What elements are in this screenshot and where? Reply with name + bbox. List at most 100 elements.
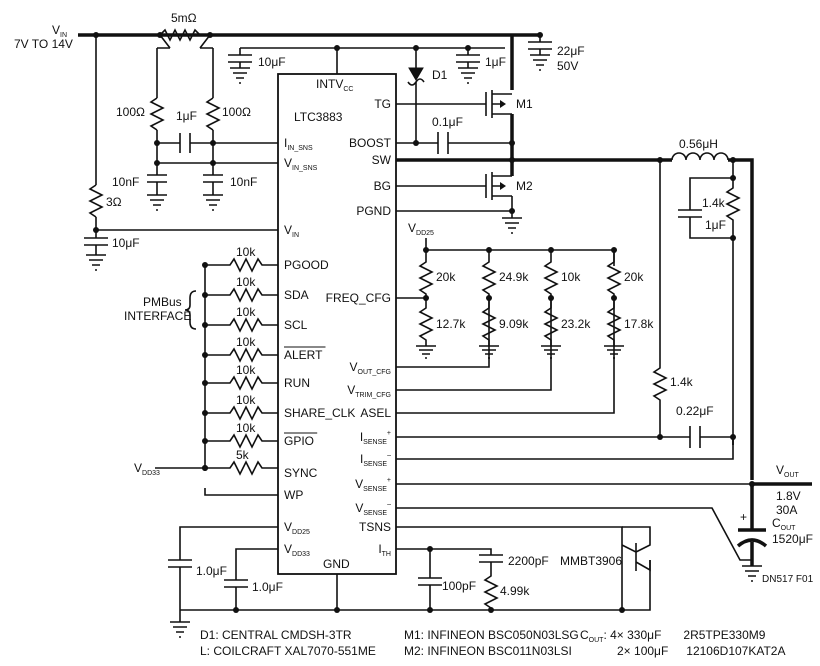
c-vdd25-label: 1.0μF <box>196 564 227 578</box>
ground-symbol <box>502 217 522 234</box>
r-right-label: 100Ω <box>222 105 251 119</box>
resistor-100-left <box>149 97 165 131</box>
pin-label-right: TG <box>374 97 391 111</box>
pin-label-left: VDD33 <box>284 542 310 558</box>
config-resistor-top <box>481 250 497 298</box>
cap-tsns-100pf <box>418 549 442 610</box>
interface-label: INTERFACE <box>124 309 191 323</box>
c-ith-label: 2200pF <box>508 554 549 568</box>
config-top-value: 20k <box>624 270 644 284</box>
r-left-label: 100Ω <box>116 105 145 119</box>
resistor-dcr <box>725 178 741 445</box>
vin-range: 7V TO 14V <box>14 37 73 51</box>
ground-symbol <box>742 565 762 582</box>
pin-label-right: ITH <box>378 542 391 558</box>
wire-vout-cfg <box>396 298 490 368</box>
cap-dcr <box>678 209 733 239</box>
m2-label: M2 <box>516 179 533 193</box>
c-in-voltage: 50V <box>557 59 578 73</box>
pin-label-right: SW <box>372 153 392 167</box>
pin-label-right: TSNS <box>359 520 391 534</box>
bom-inductor: L: COILCRAFT XAL7070-551ME <box>200 644 376 658</box>
cap-intvcc <box>228 48 252 68</box>
diode-label: D1 <box>432 68 448 82</box>
cout-value: 1520μF <box>772 532 813 546</box>
wire-isense-minus <box>396 437 734 460</box>
c-sense-label: 1μF <box>176 109 197 123</box>
pin-label-right: ASEL <box>360 406 391 420</box>
ground-symbol <box>530 54 550 71</box>
ground-symbol <box>230 67 250 84</box>
c-tsns-label: 100pF <box>442 579 476 593</box>
vout-label: VOUT <box>776 463 800 479</box>
pin-label-right: VTRIM_CFG <box>347 383 391 399</box>
c-vin-label: 10μF <box>112 236 140 250</box>
config-resistor-bottom <box>416 298 436 359</box>
pin-label-right: VOUT_CFG <box>350 360 391 376</box>
node-dot <box>202 465 208 471</box>
inductor-label: 0.56μH <box>679 137 718 151</box>
wire-tsns <box>396 526 623 545</box>
bom-m1: M1: INFINEON BSC050N03LSG <box>404 628 579 642</box>
cap-sense-1uf <box>157 133 213 153</box>
pin-label-left: WP <box>284 488 303 502</box>
cout-plate-bottom <box>736 538 768 548</box>
wire-vtrim-cfg <box>396 298 552 391</box>
cap-d1 <box>456 48 480 68</box>
vdd25-label: VDD25 <box>408 221 434 237</box>
node-dot <box>730 235 736 241</box>
resistor-sense <box>652 160 668 437</box>
diode-d1 <box>408 67 424 81</box>
cap-vin-10uf <box>84 230 108 255</box>
pullup-value: 10k <box>236 393 256 407</box>
c-sense-right-label: 10nF <box>230 175 257 189</box>
c-d1-label: 1μF <box>485 55 506 69</box>
c-dcr-label: 1μF <box>705 218 726 232</box>
pin-label-right: ISENSE– <box>360 452 391 468</box>
cap-vdd33 <box>224 579 248 610</box>
cout-plus: + <box>740 510 747 524</box>
vout-value: 1.8V <box>776 489 801 503</box>
ground-symbol <box>170 621 190 638</box>
pullup-resistor <box>205 375 278 391</box>
pullup-resistor <box>205 287 278 303</box>
left-pin-labels: IIN_SNSVIN_SNSVINPGOODSDASCLALERTRUNSHAR… <box>284 136 355 558</box>
bom-m2: M2: INFINEON BSC011N03LSI <box>404 644 572 658</box>
bom-d1: D1: CENTRAL CMDSH-3TR <box>200 628 352 642</box>
transistor-label: MMBT3906 <box>560 554 622 568</box>
pin-intvcc: INTVCC <box>316 77 353 93</box>
ith-comp-network <box>479 554 503 610</box>
inductor <box>671 152 729 161</box>
cout-label: COUT <box>772 516 796 532</box>
cap-vdd25 <box>168 559 192 622</box>
pin-label-right: FREQ_CFG <box>326 291 391 305</box>
resistor-3ohm <box>88 184 104 218</box>
config-resistor-top <box>606 250 622 298</box>
cap-10nf-right <box>203 174 223 195</box>
pin-label-right: VSENSE– <box>355 501 391 517</box>
pin-label-left: PGOOD <box>284 258 329 272</box>
config-bottom-value: 12.7k <box>436 317 466 331</box>
wire-vin <box>95 217 278 231</box>
cap-boost <box>437 132 449 154</box>
c-sense-left-label: 10nF <box>112 175 139 189</box>
transistor-emitter <box>635 540 651 553</box>
config-bottom-value: 9.09k <box>499 317 529 331</box>
r-dcr-label: 1.4k <box>702 196 726 210</box>
c-intvcc-label: 10μF <box>258 55 286 69</box>
shunt-label: 5mΩ <box>171 11 197 25</box>
config-resistor-top <box>418 250 434 298</box>
pullup-value: 10k <box>236 305 256 319</box>
ltc3883-chip <box>277 73 397 575</box>
pin-label-left: SDA <box>284 288 309 302</box>
cap-10nf-left <box>147 174 167 195</box>
chip-name: LTC3883 <box>294 110 343 124</box>
pullup-value: 5k <box>236 448 250 462</box>
wire-isense-plus <box>396 436 734 445</box>
wire-ith <box>396 548 492 555</box>
